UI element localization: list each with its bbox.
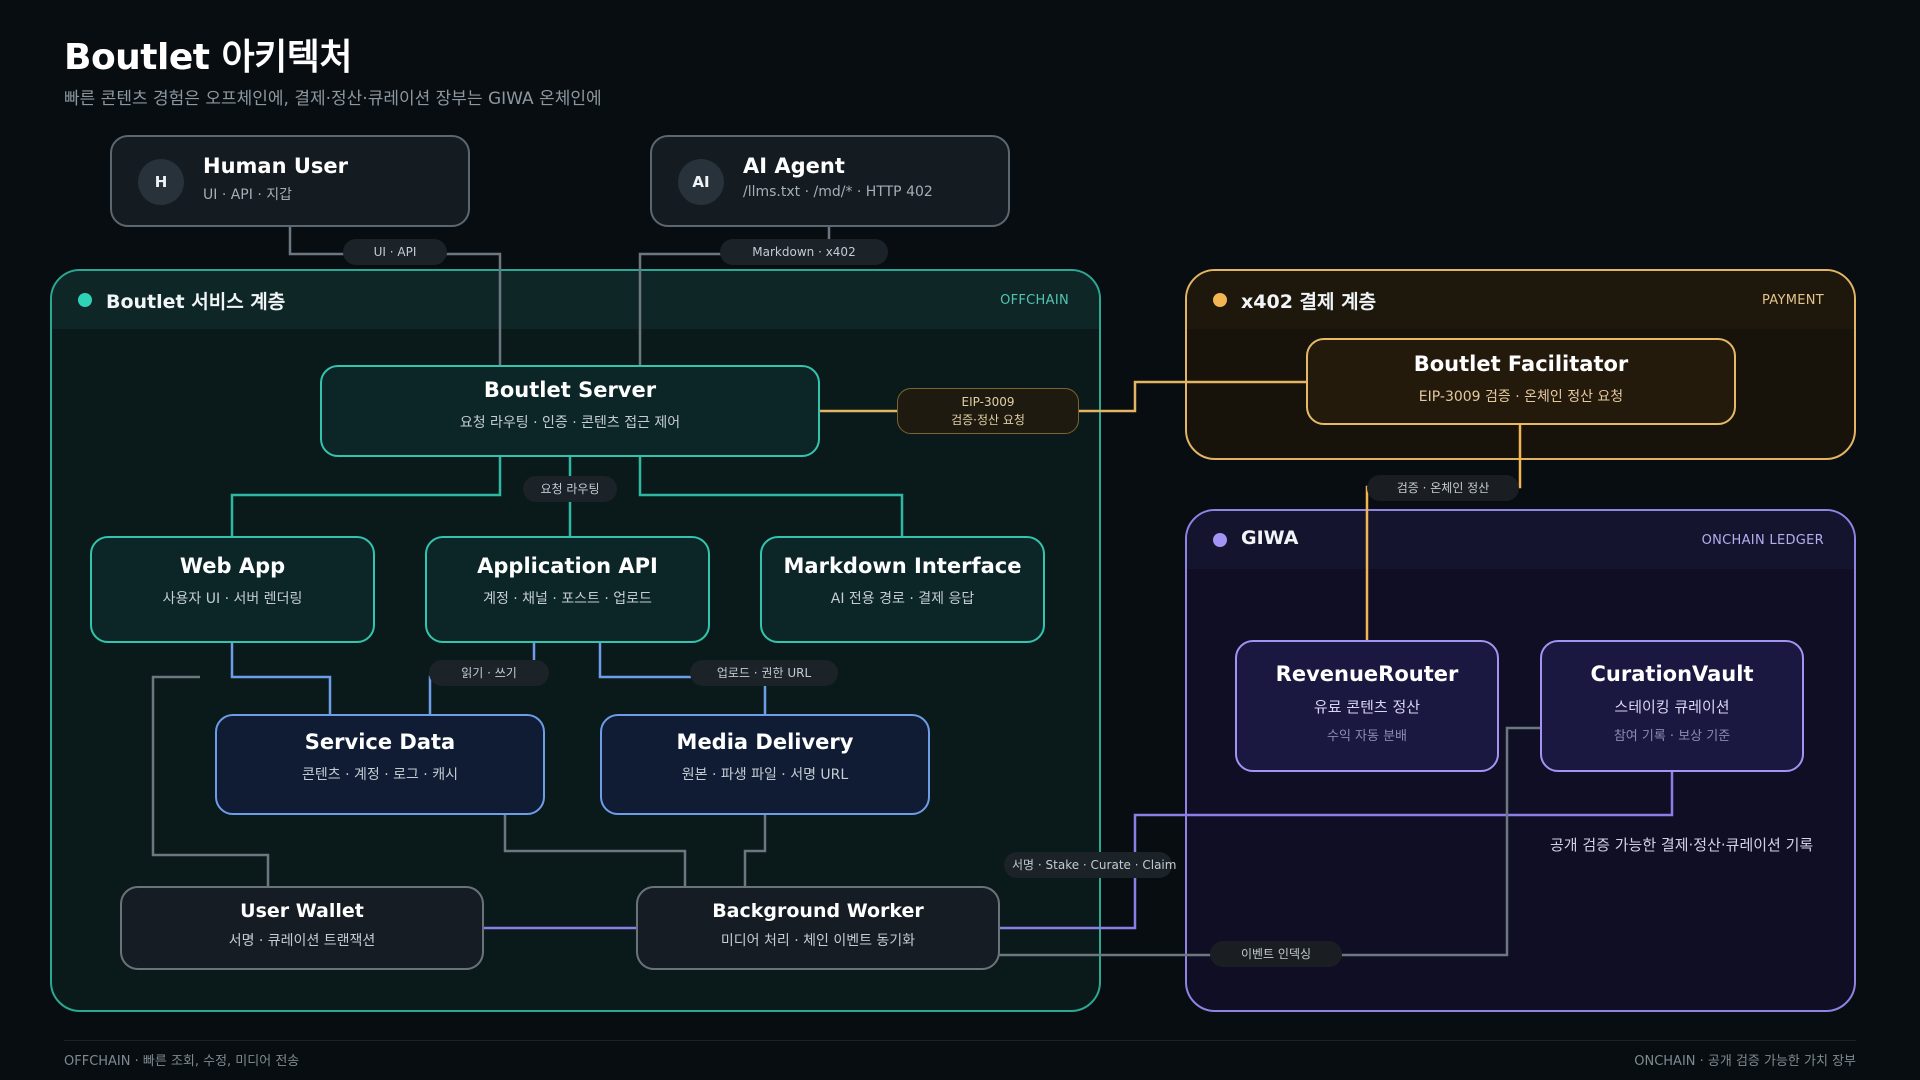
node-title: Background Worker xyxy=(712,900,924,922)
zone-payment-header xyxy=(1187,271,1854,329)
node-subtitle: 미디어 처리 · 체인 이벤트 동기화 xyxy=(720,933,916,949)
node-ai-agent: AI AI Agent /llms.txt · /md/* · HTTP 402 xyxy=(650,135,1010,227)
node-user-wallet: User Wallet 서명 · 큐레이션 트랜잭션 xyxy=(120,886,484,970)
node-title: AI Agent xyxy=(743,154,845,178)
node-subtitle: 요청 라우팅 · 인증 · 콘텐츠 접근 제어 xyxy=(459,415,681,431)
zone-payment-dot xyxy=(1213,293,1227,307)
footer-right-caption: ONCHAIN · 공개 검증 가능한 가치 장부 xyxy=(1634,1054,1856,1069)
node-service-data: Service Data 콘텐츠 · 계정 · 로그 · 캐시 xyxy=(215,714,545,815)
node-title: User Wallet xyxy=(240,900,364,922)
zone-payment-tag: PAYMENT xyxy=(1761,293,1824,308)
footer-divider xyxy=(64,1040,1856,1041)
edge-label-read-write: 읽기 · 쓰기 xyxy=(429,660,549,686)
edge-label-eip3009-line1: EIP-3009 xyxy=(961,395,1015,409)
node-markdown-interface: Markdown Interface AI 전용 경로 · 결제 응답 xyxy=(760,536,1045,643)
node-application-api: Application API 계정 · 채널 · 포스트 · 업로드 xyxy=(425,536,710,643)
node-web-app: Web App 사용자 UI · 서버 렌더링 xyxy=(90,536,375,643)
node-subtitle: 원본 · 파생 파일 · 서명 URL xyxy=(681,767,849,783)
node-background-worker: Background Worker 미디어 처리 · 체인 이벤트 동기화 xyxy=(636,886,1000,970)
edge-label-eip3009-line2: 검증·정산 요청 xyxy=(951,413,1025,427)
page-title: Boutlet 아키텍처 xyxy=(64,37,353,78)
node-detail: 참여 기록 · 보상 기준 xyxy=(1613,729,1731,744)
edge-label-upload-url: 업로드 · 권한 URL xyxy=(690,660,838,686)
node-title: RevenueRouter xyxy=(1275,662,1459,686)
node-boutlet-facilitator: Boutlet Facilitator EIP-3009 검증 · 온체인 정산… xyxy=(1306,338,1736,425)
node-title: Application API xyxy=(477,554,658,578)
node-media-delivery: Media Delivery 원본 · 파생 파일 · 서명 URL xyxy=(600,714,930,815)
node-title: Markdown Interface xyxy=(783,554,1022,578)
edge-label-sign-stake: 서명 · Stake · Curate · Claim xyxy=(1004,852,1176,878)
node-title: Boutlet Server xyxy=(483,378,657,402)
node-human-user: H Human User UI · API · 지갑 xyxy=(110,135,470,227)
edge-label-request-routing: 요청 라우팅 xyxy=(523,476,617,502)
node-title: Human User xyxy=(203,154,348,178)
node-revenue-router: RevenueRouter 유료 콘텐츠 정산 수익 자동 분배 xyxy=(1235,640,1499,772)
node-subtitle: UI · API · 지갑 xyxy=(203,187,292,203)
node-subtitle: 서명 · 큐레이션 트랜잭션 xyxy=(228,933,376,949)
zone-giwa-tag: ONCHAIN LEDGER xyxy=(1701,533,1824,548)
zone-offchain-title: Boutlet 서비스 계층 xyxy=(106,291,286,313)
node-title: CurationVault xyxy=(1590,662,1754,686)
node-detail: 수익 자동 분배 xyxy=(1326,729,1408,744)
node-title: Boutlet Facilitator xyxy=(1413,352,1629,376)
edge-label-verify-settle: 검증 · 온체인 정산 xyxy=(1367,475,1519,501)
zone-offchain-header xyxy=(52,271,1099,329)
node-curation-vault: CurationVault 스테이킹 큐레이션 참여 기록 · 보상 기준 xyxy=(1540,640,1804,772)
node-title: Service Data xyxy=(304,730,456,754)
edge-label-event-indexing: 이벤트 인덱싱 xyxy=(1210,941,1342,967)
edge-label-markdown-x402: Markdown · x402 xyxy=(720,239,888,265)
edge-label-ui-api: UI · API xyxy=(343,239,447,265)
human-user-avatar-icon: H xyxy=(138,159,184,205)
footer-left-caption: OFFCHAIN · 빠른 조회, 수정, 미디어 전송 xyxy=(64,1054,300,1069)
giwa-note: 공개 검증 가능한 결제·정산·큐레이션 기록 xyxy=(1550,836,1814,854)
node-subtitle: 콘텐츠 · 계정 · 로그 · 캐시 xyxy=(302,767,458,783)
ai-agent-avatar-icon: AI xyxy=(678,159,724,205)
zone-offchain-tag: OFFCHAIN xyxy=(1000,293,1069,308)
node-boutlet-server: Boutlet Server 요청 라우팅 · 인증 · 콘텐츠 접근 제어 xyxy=(320,365,820,457)
zone-giwa-dot xyxy=(1213,533,1227,547)
zone-payment-title: x402 결제 계층 xyxy=(1241,291,1377,313)
zone-offchain-dot xyxy=(78,293,92,307)
page-subtitle: 빠른 콘텐츠 경험은 오프체인에, 결제·정산·큐레이션 장부는 GIWA 온체… xyxy=(64,89,602,109)
node-title: Media Delivery xyxy=(676,730,854,754)
node-subtitle: /llms.txt · /md/* · HTTP 402 xyxy=(743,184,933,200)
node-subtitle: 계정 · 채널 · 포스트 · 업로드 xyxy=(483,591,652,607)
node-subtitle: AI 전용 경로 · 결제 응답 xyxy=(830,591,975,607)
node-subtitle: 스테이킹 큐레이션 xyxy=(1614,698,1730,716)
node-subtitle: EIP-3009 검증 · 온체인 정산 요청 xyxy=(1418,389,1624,405)
node-title: Web App xyxy=(179,554,286,578)
node-subtitle: 사용자 UI · 서버 렌더링 xyxy=(162,591,303,607)
edge-label-eip3009: EIP-3009 검증·정산 요청 xyxy=(897,388,1079,434)
zone-giwa-title: GIWA xyxy=(1241,527,1299,549)
node-subtitle: 유료 콘텐츠 정산 xyxy=(1313,698,1421,716)
